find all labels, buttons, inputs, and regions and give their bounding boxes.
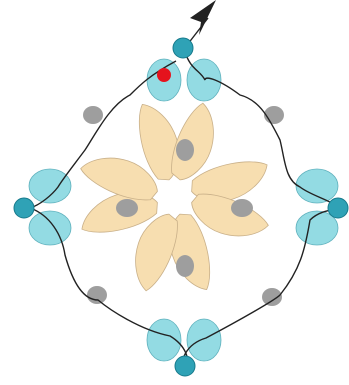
arrowhead-icon (190, 0, 216, 35)
spacer-bead (87, 286, 107, 304)
petal-beads (75, 98, 274, 297)
thread-start-dot (157, 68, 171, 82)
spacer-bead (264, 106, 284, 124)
round-bead (29, 211, 71, 245)
spacer-bead (176, 255, 194, 277)
accent-bead (328, 198, 348, 218)
spacer-bead (231, 199, 253, 217)
thread-path (30, 18, 340, 372)
spacer-bead (83, 106, 103, 124)
round-bead (29, 169, 71, 203)
accent-beads (14, 38, 348, 376)
spacer-bead (176, 139, 194, 161)
accent-bead (14, 198, 34, 218)
spacer-bead (116, 199, 138, 217)
round-bead (296, 169, 338, 203)
accent-bead (175, 356, 195, 376)
round-bead (187, 319, 221, 361)
accent-bead (173, 38, 193, 58)
spacer-bead (262, 288, 282, 306)
round-beads (29, 59, 338, 361)
